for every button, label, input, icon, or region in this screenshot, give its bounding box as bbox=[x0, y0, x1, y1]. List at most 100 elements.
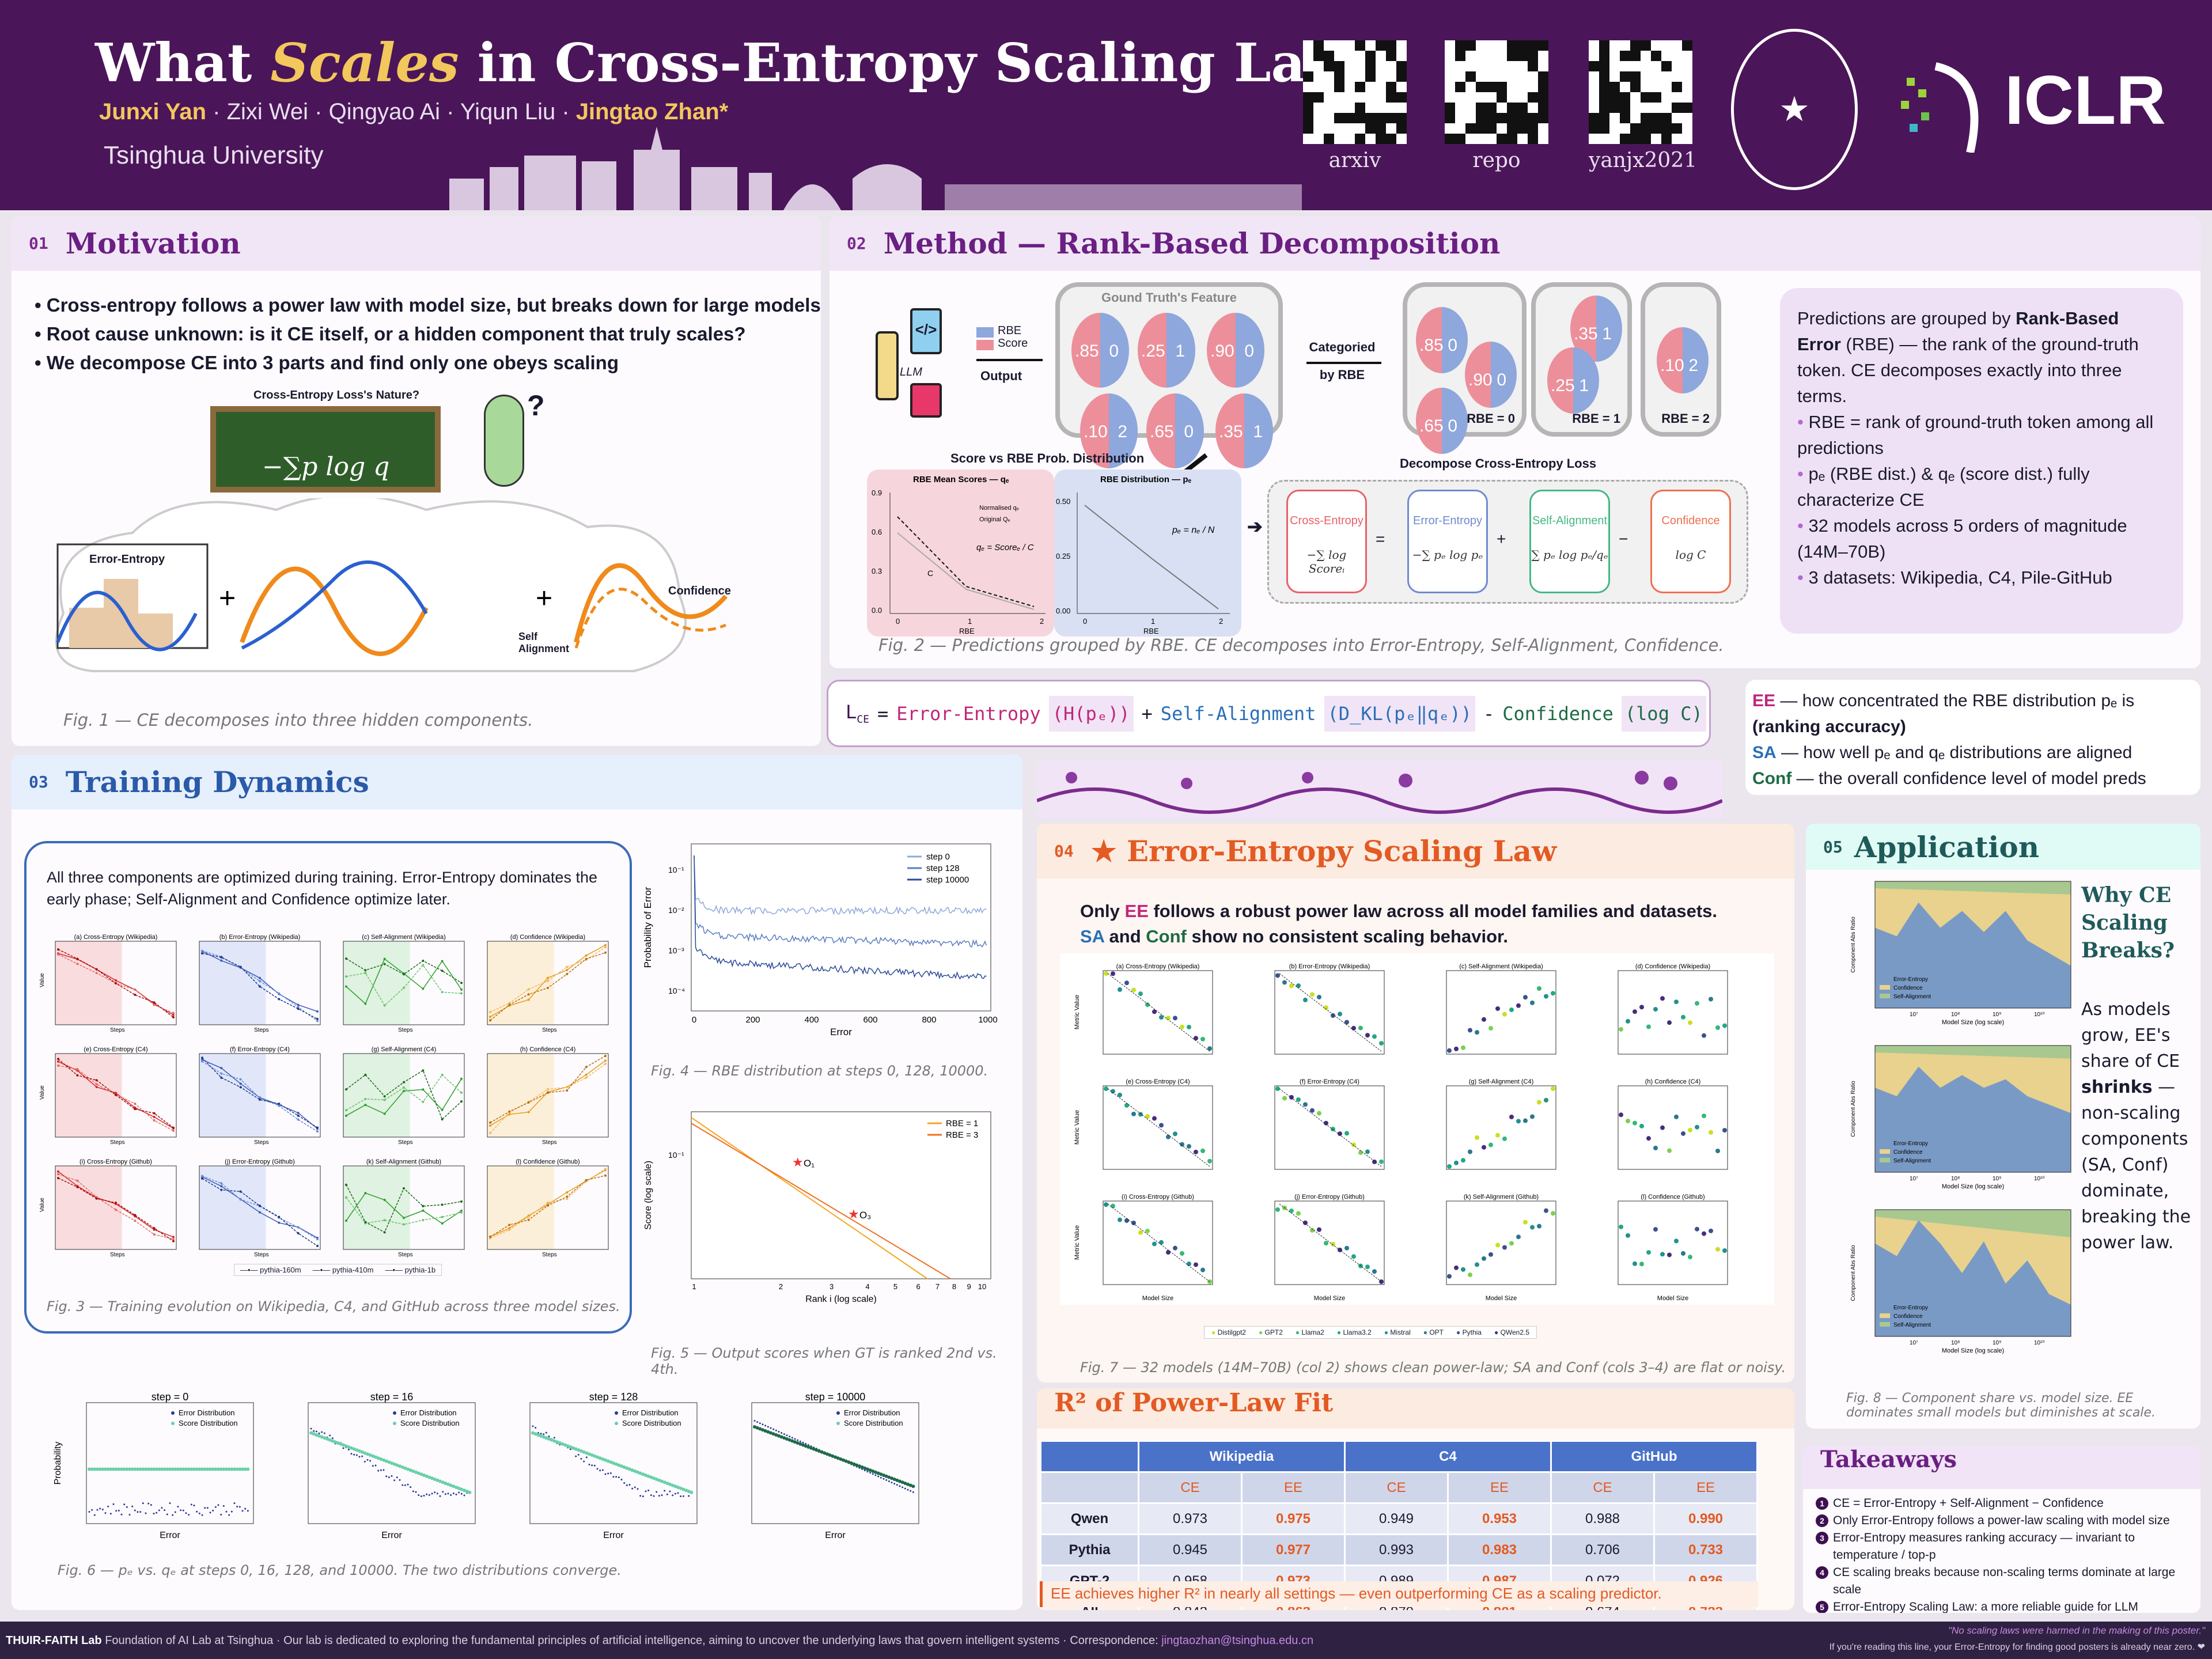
model-point bbox=[1296, 1097, 1301, 1102]
error-dist-point bbox=[134, 1509, 136, 1512]
model-point bbox=[1502, 1245, 1507, 1250]
error-dist-point bbox=[577, 1453, 579, 1456]
r2-value: 0.990 bbox=[1653, 1502, 1758, 1535]
error-dist-point bbox=[893, 1483, 896, 1485]
qr-code-wechat[interactable] bbox=[1589, 40, 1692, 144]
error-dist-point bbox=[372, 1465, 374, 1467]
error-dist-point bbox=[164, 1509, 166, 1512]
fig7-legend: ● Distilgpt2● GPT2● Llama2● Llama3.2● Mi… bbox=[1204, 1326, 1537, 1339]
error-dist-point bbox=[428, 1494, 430, 1496]
error-dist-point bbox=[426, 1493, 428, 1495]
model-point bbox=[1509, 1007, 1514, 1013]
qr-code-arxiv[interactable] bbox=[1303, 40, 1407, 144]
eq-log-c-term: (log C) bbox=[1621, 695, 1706, 732]
error-dist-point bbox=[323, 1432, 325, 1434]
score-dist-point bbox=[563, 1443, 567, 1447]
x-tick: 600 bbox=[863, 1015, 877, 1025]
error-dist-point bbox=[107, 1505, 109, 1508]
model-point bbox=[1118, 1217, 1122, 1222]
error-dist-point bbox=[588, 1463, 590, 1465]
score-dist-point bbox=[454, 1486, 458, 1489]
data-point bbox=[547, 979, 549, 982]
error-dist-point bbox=[664, 1490, 666, 1492]
score-dist-point bbox=[644, 1474, 647, 1477]
subplot-title: (l) Confidence (Github) bbox=[1641, 1194, 1705, 1200]
data-point bbox=[489, 1236, 491, 1238]
data-point bbox=[383, 1199, 386, 1202]
correspondence-email[interactable]: jingtaozhan@tsinghua.edu.cn bbox=[1161, 1634, 1314, 1647]
score-dist-point bbox=[320, 1435, 324, 1439]
score-dist-point bbox=[192, 1467, 196, 1471]
score-dist-point bbox=[531, 1431, 535, 1435]
error-dist-point bbox=[639, 1495, 642, 1497]
error-dist-point bbox=[363, 1460, 366, 1463]
data-point bbox=[527, 1218, 530, 1221]
data-point bbox=[316, 1130, 319, 1133]
model-point bbox=[1461, 1267, 1465, 1272]
y-axis-label: Component Abs Ratio bbox=[1850, 1245, 1857, 1301]
data-point bbox=[153, 1003, 156, 1006]
model-point bbox=[1282, 980, 1287, 985]
model-point bbox=[1551, 991, 1555, 996]
data-point bbox=[585, 954, 588, 957]
error-dist-point bbox=[645, 1490, 647, 1493]
iclr-wordmark: ICLR bbox=[2005, 62, 2166, 139]
legend-label: Score Distribution bbox=[622, 1419, 681, 1427]
metric-header: EE bbox=[1241, 1471, 1346, 1504]
score-dist-point bbox=[657, 1478, 661, 1482]
error-dist-point bbox=[447, 1493, 449, 1495]
data-point bbox=[76, 963, 79, 965]
model-point bbox=[1187, 1262, 1191, 1267]
data-point bbox=[527, 1101, 530, 1104]
score-dist-point bbox=[96, 1467, 99, 1471]
score-dist-point bbox=[771, 1432, 775, 1436]
data-point bbox=[383, 963, 386, 965]
score-dist-point bbox=[317, 1434, 321, 1438]
model-point bbox=[1660, 1252, 1665, 1257]
data-point bbox=[383, 1095, 386, 1098]
data-point bbox=[115, 979, 117, 982]
score-dist-point bbox=[812, 1447, 816, 1451]
score-dist-point bbox=[238, 1467, 242, 1471]
error-dist-point bbox=[455, 1493, 457, 1495]
score-dist-point bbox=[149, 1467, 153, 1471]
model-point bbox=[1715, 1247, 1720, 1252]
model-point bbox=[1152, 1116, 1157, 1121]
data-point bbox=[220, 1188, 223, 1191]
score-dist-point bbox=[441, 1480, 445, 1484]
data-point bbox=[220, 1185, 223, 1188]
error-dist-point bbox=[794, 1438, 796, 1440]
error-dist-point bbox=[128, 1514, 131, 1516]
score-dist-point bbox=[171, 1467, 175, 1471]
score-dist-point bbox=[128, 1467, 131, 1471]
model-point bbox=[1324, 1005, 1328, 1010]
plot-frame bbox=[1274, 1085, 1385, 1170]
error-dist-point bbox=[93, 1514, 96, 1516]
error-dist-point bbox=[431, 1493, 433, 1495]
highlight-region bbox=[487, 1054, 554, 1137]
application-body: As models grow, EE's share of CE shrinks… bbox=[2081, 999, 2191, 1253]
iclr-logo-icon bbox=[1901, 62, 1979, 153]
score-dist-point bbox=[823, 1451, 827, 1455]
fig7-grid: (a) Cross-Entropy (Wikipedia)Metric Valu… bbox=[1060, 953, 1774, 1305]
error-dist-point bbox=[604, 1473, 607, 1475]
subplot: (g) Self-Alignment (C4) bbox=[1446, 1078, 1556, 1170]
score-dist-point bbox=[430, 1476, 434, 1480]
data-point bbox=[566, 1198, 569, 1200]
legend-item: ● Mistral bbox=[1384, 1328, 1411, 1336]
error-dist-point bbox=[680, 1495, 682, 1498]
qr-code-repo[interactable] bbox=[1445, 40, 1548, 144]
x-tick: 10⁸ bbox=[1951, 1340, 1960, 1346]
score-dist-point bbox=[817, 1449, 821, 1453]
model-point bbox=[1544, 994, 1548, 999]
data-point bbox=[422, 1100, 425, 1103]
score-dist-point bbox=[403, 1466, 407, 1470]
data-point bbox=[585, 1076, 588, 1079]
score-dist-point bbox=[836, 1456, 840, 1460]
score-dist-point bbox=[844, 1459, 848, 1463]
y-axis-label: Probability bbox=[53, 1442, 63, 1485]
r2-value: 0.945 bbox=[1138, 1533, 1243, 1566]
ce-decomposition-equation: LCE = Error-Entropy (H(pₑ)) + Self-Align… bbox=[827, 680, 1711, 747]
data-point bbox=[345, 957, 347, 960]
